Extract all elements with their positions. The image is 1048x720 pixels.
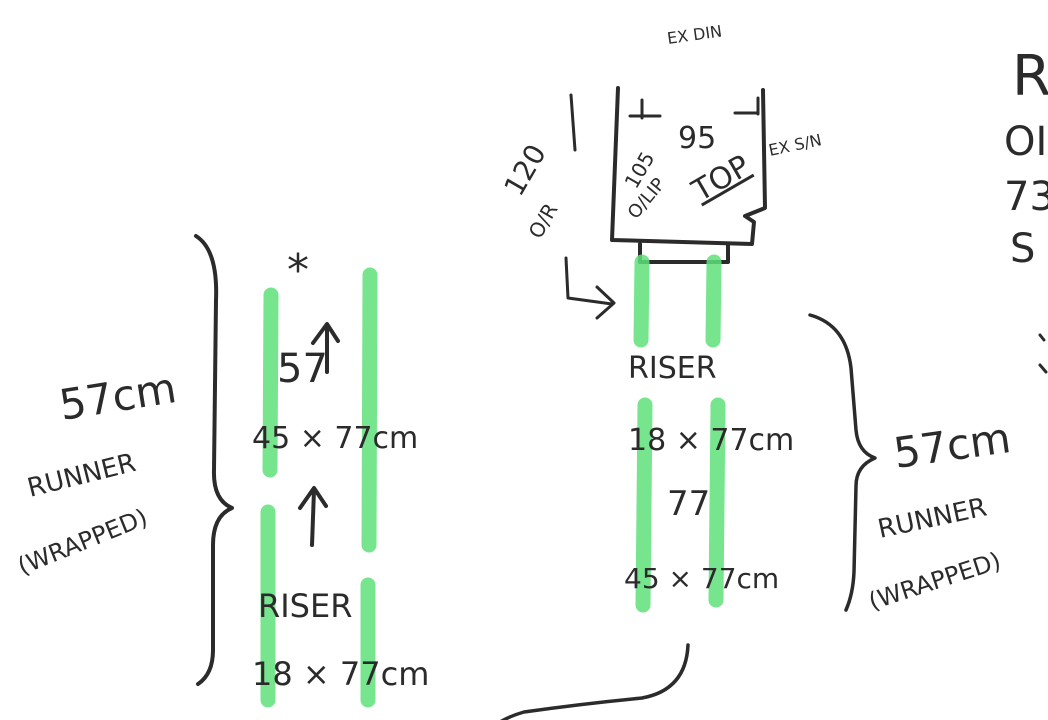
ex-sn-label: EX S/N xyxy=(767,130,823,160)
left-up-arrow-2 xyxy=(298,486,328,547)
left-highlight-strip-1 xyxy=(262,287,279,478)
edge-note-mark xyxy=(1038,333,1048,374)
right-highlight-strip-1 xyxy=(633,254,650,348)
right-highlight-strip-2 xyxy=(705,254,722,348)
left-runner-word: RUNNER xyxy=(24,448,138,504)
left-stair-diagram: 57cm RUNNER (WRAPPED) * 57 45 × 77cm RIS… xyxy=(14,234,429,708)
right-highlight-strip-3 xyxy=(635,397,653,613)
right-stair-diagram: EX DIN 95 EX S/N 120 O/R 105 O/LIP TOP R… xyxy=(497,21,1014,720)
right-runner-word: RUNNER xyxy=(875,493,989,545)
left-highlight-strip-2 xyxy=(361,267,378,553)
left-asterisk: * xyxy=(287,245,309,296)
left-riser-dims: 18 × 77cm xyxy=(252,655,429,693)
dim-120-label: 120 xyxy=(497,139,552,202)
right-riser-word: RISER xyxy=(628,351,717,386)
right-runner-brace xyxy=(808,313,877,612)
left-runner-length: 57cm xyxy=(56,363,180,430)
edge-note-line-2: OI xyxy=(1004,119,1047,165)
edge-note-line-3: 73 xyxy=(1004,174,1048,220)
left-runner-note: (WRAPPED) xyxy=(14,503,152,580)
top-label: TOP xyxy=(686,149,756,210)
right-highlight-strip-4 xyxy=(708,397,726,608)
top-landing-outline xyxy=(610,86,767,246)
left-riser-word: RISER xyxy=(258,587,352,625)
right-riser-dims: 18 × 77cm xyxy=(628,423,794,458)
left-step-number: 57 xyxy=(277,346,328,392)
or-label: O/R xyxy=(524,199,563,243)
edge-note-line-1: R xyxy=(1012,44,1048,109)
left-tread-dims: 45 × 77cm xyxy=(252,421,418,456)
left-up-arrow-1 xyxy=(311,322,340,374)
ex-din-label: EX DIN xyxy=(666,21,723,47)
dim-95-label: 95 xyxy=(678,121,716,156)
or-hook-arrow xyxy=(564,256,616,320)
edge-note-line-4: S xyxy=(1010,226,1035,272)
right-tread-dims: 45 × 77cm xyxy=(624,562,779,595)
edge-notes: R OI 73 S xyxy=(1004,44,1048,374)
right-runner-note: (WRAPPED) xyxy=(865,547,1004,616)
ex-din-marker xyxy=(628,96,760,120)
left-runner-brace xyxy=(194,234,234,686)
right-runner-length: 57cm xyxy=(891,413,1014,478)
top-landing-bottom-step xyxy=(638,242,730,264)
connector-line xyxy=(499,643,690,720)
dim-120-tick xyxy=(569,93,577,152)
right-step-number: 77 xyxy=(667,484,710,524)
